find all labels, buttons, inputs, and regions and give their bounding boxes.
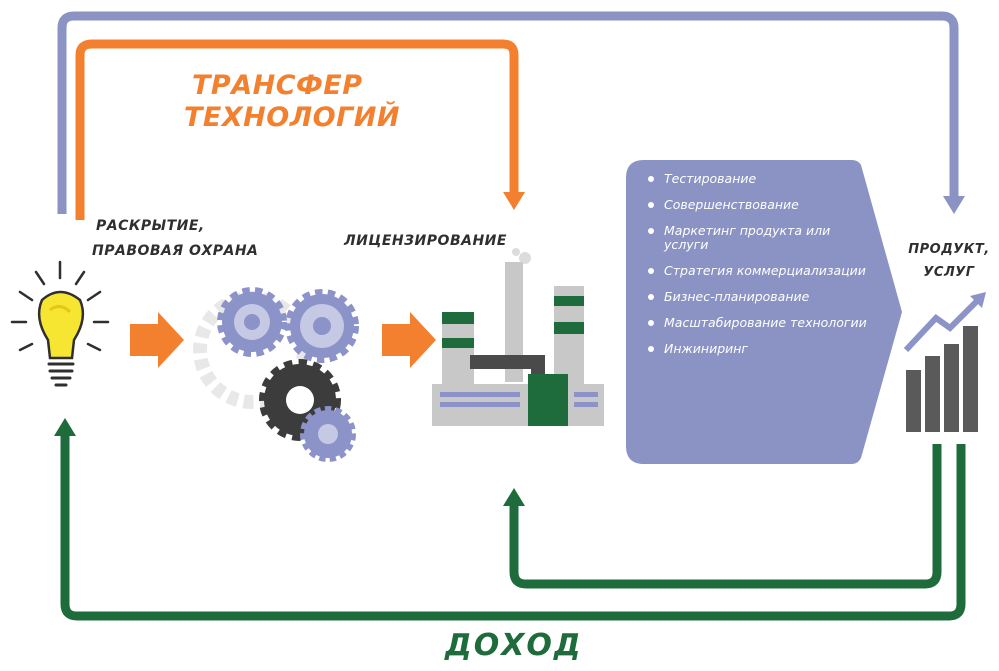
- green-loop-arrow-outer: [60, 436, 966, 621]
- steps-list: Тестирование Совершенствование Маркетинг…: [644, 172, 874, 368]
- step-item: Инжиниринг: [644, 342, 874, 356]
- green-arrowhead-inner: [503, 488, 525, 506]
- factory-icon: [432, 248, 604, 426]
- disclosure-label-line-1: РАСКРЫТИЕ,: [96, 218, 205, 234]
- step-item: Маркетинг продукта или услуги: [644, 224, 874, 252]
- green-loop-arrow-inner: [509, 444, 942, 589]
- step-item: Совершенствование: [644, 198, 874, 212]
- chevron-arrow-1: [130, 312, 184, 368]
- step-item: Масштабирование технологии: [644, 316, 874, 330]
- lavender-arrowhead: [943, 196, 965, 214]
- step-item: Тестирование: [644, 172, 874, 186]
- disclosure-label: РАСКРЫТИЕ, ПРАВОВАЯ ОХРАНА: [92, 214, 306, 264]
- step-item: Стратегия коммерциализации: [644, 264, 874, 278]
- chevron-arrow-2: [382, 312, 436, 368]
- transfer-title-line-2: ТЕХНОЛОГИЙ: [184, 102, 401, 133]
- product-label: ПРОДУКТ, УСЛУГ: [899, 238, 999, 284]
- product-label-line-2: УСЛУГ: [923, 265, 975, 280]
- lavender-loop-arrow: [57, 11, 959, 214]
- step-item: Бизнес-планирование: [644, 290, 874, 304]
- gears-icon: [193, 287, 359, 462]
- licensing-label: ЛИЦЕНЗИРОВАНИЕ: [344, 233, 507, 249]
- growth-chart-icon: [903, 292, 986, 432]
- transfer-title-line-1: ТРАНСФЕР: [192, 70, 363, 101]
- lightbulb-icon: [10, 260, 110, 387]
- product-label-line-1: ПРОДУКТ,: [908, 242, 990, 257]
- income-label: ДОХОД: [445, 628, 583, 663]
- green-arrowhead-outer: [54, 418, 76, 436]
- orange-loop-arrow: [75, 39, 519, 220]
- orange-arrowhead: [503, 192, 525, 210]
- steps-panel: [626, 160, 902, 464]
- disclosure-label-line-2: ПРАВОВАЯ ОХРАНА: [92, 243, 259, 259]
- transfer-title: ТРАНСФЕР ТЕХНОЛОГИЙ: [184, 70, 412, 134]
